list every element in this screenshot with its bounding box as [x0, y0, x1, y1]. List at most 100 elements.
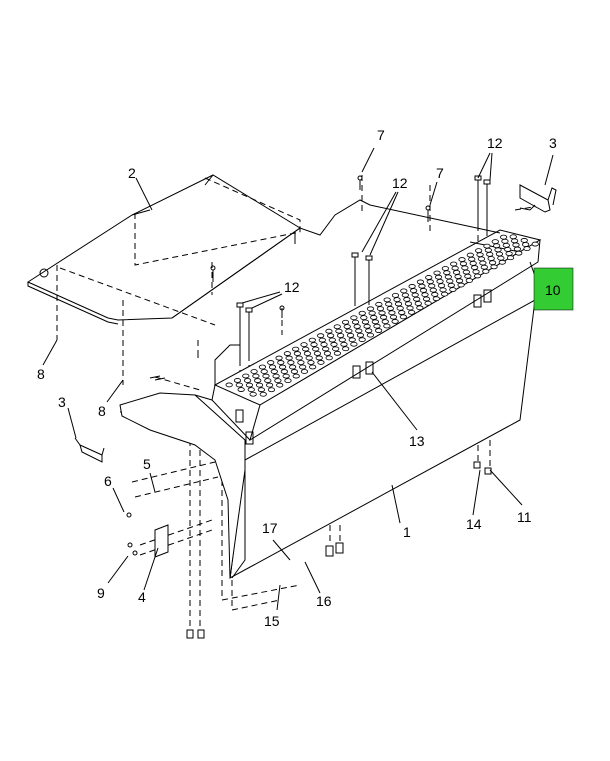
callouts: 2 7 7 12 12 12 3 10 8 8 3 13 5 6 1 11 14… — [37, 127, 561, 629]
tread-hole — [245, 382, 254, 388]
tread-hole — [465, 278, 473, 283]
tread-hole — [401, 292, 409, 298]
upper-ledge — [171, 199, 501, 319]
bolts — [126, 175, 536, 639]
tread-hole — [375, 301, 383, 307]
tread-hole — [266, 382, 274, 388]
callout-8: 8 — [37, 366, 45, 382]
tread-hole — [376, 306, 385, 312]
tread-hole — [499, 234, 508, 240]
tread-hole — [378, 310, 386, 316]
tread-hole — [509, 234, 517, 240]
tread-hole — [471, 265, 479, 270]
tread-hole — [317, 333, 325, 339]
tread-hole — [327, 333, 335, 338]
callout-15: 15 — [264, 613, 280, 629]
tread-hole — [358, 337, 366, 343]
tread-hole — [523, 246, 531, 252]
tread-hole — [312, 346, 320, 352]
tread-hole — [361, 319, 370, 325]
tread-hole — [338, 337, 346, 343]
tread-hole — [406, 305, 414, 311]
callout-2: 2 — [128, 165, 136, 181]
tread-hole — [365, 328, 373, 334]
tread-hole — [418, 283, 426, 289]
tread-hole — [428, 283, 436, 289]
tread-hole — [270, 369, 278, 374]
tread-hole — [468, 256, 476, 262]
tread-hole — [482, 268, 490, 274]
tread-hole — [280, 369, 288, 374]
tread-hole — [373, 323, 381, 329]
callout-12: 12 — [284, 279, 300, 295]
tread-hole — [366, 332, 374, 338]
callout-3: 3 — [549, 135, 557, 151]
tread-hole — [433, 270, 441, 276]
tread-hole — [276, 382, 284, 388]
tread-hole — [325, 328, 333, 334]
tread-hole — [318, 337, 326, 343]
tread-hole — [437, 283, 446, 289]
callout-10-highlight — [533, 267, 574, 311]
bracket-4 — [154, 524, 169, 558]
tread-hole — [315, 355, 323, 361]
tread-hole — [399, 314, 407, 320]
tread-hole — [293, 351, 302, 356]
tread-hole — [371, 319, 379, 325]
tread-hole — [398, 310, 406, 315]
tread-hole — [487, 256, 495, 261]
tread-hole — [340, 341, 348, 347]
tread-hole — [472, 269, 480, 275]
tread-hole — [322, 346, 330, 352]
tread-hole — [284, 378, 292, 384]
tread-hole — [295, 355, 303, 361]
tread-hole — [267, 360, 275, 365]
callout-7: 7 — [377, 127, 385, 143]
tread-hole — [292, 346, 300, 352]
callout-7: 7 — [436, 165, 444, 181]
tread-hole — [300, 342, 308, 348]
tread-hole — [353, 324, 361, 329]
tread-hole — [446, 278, 454, 284]
tread-hole — [249, 391, 257, 397]
tread-hole — [225, 382, 233, 388]
tread-hole — [464, 273, 472, 279]
tread-hole — [346, 332, 355, 338]
tread-hole — [343, 324, 351, 330]
tread-hole — [350, 341, 358, 347]
tread-hole — [452, 269, 461, 275]
tread-hole — [341, 319, 350, 325]
tread-hole — [254, 378, 262, 383]
callout-10: 10 — [545, 282, 561, 298]
tread-hole — [494, 247, 502, 253]
tread-hole — [350, 315, 358, 321]
tread-hole — [287, 360, 295, 365]
tread-hole — [454, 274, 462, 279]
tread-hole — [259, 391, 267, 397]
tread-hole — [368, 310, 376, 316]
tread-hole — [272, 373, 280, 379]
tread-hole — [394, 301, 403, 307]
tread-hole — [386, 306, 394, 311]
tread-hole — [381, 319, 389, 325]
tread-hole — [413, 296, 421, 302]
tread-hole — [400, 288, 408, 294]
tread-hole — [360, 315, 368, 321]
tread-hole — [292, 373, 300, 379]
tread-hole — [455, 278, 464, 284]
tread-hole — [451, 265, 459, 271]
tread-hole — [385, 301, 393, 307]
tread-hole — [515, 250, 523, 256]
callout-5: 5 — [143, 456, 151, 472]
tread-hole — [480, 264, 488, 270]
tread-hole — [235, 382, 243, 388]
callout-9: 9 — [97, 585, 105, 601]
tread-hole — [375, 328, 383, 333]
tread-hole — [436, 279, 444, 284]
tread-hole — [473, 273, 482, 279]
tread-hole — [531, 241, 539, 247]
tread-hole — [416, 279, 425, 285]
tread-hole — [302, 346, 310, 352]
tread-hole — [275, 355, 283, 361]
tread-hole — [426, 279, 434, 285]
